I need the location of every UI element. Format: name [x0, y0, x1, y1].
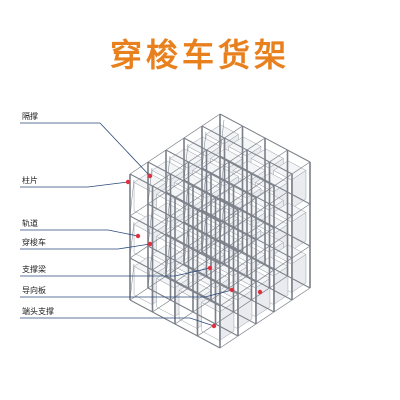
leader-line [20, 181, 129, 188]
label-duantouzhicheng: 端头支撑 [22, 307, 54, 316]
cross-beam [174, 263, 266, 325]
brace [147, 167, 153, 205]
callout-marker [257, 289, 263, 295]
callout-markers [125, 173, 263, 329]
cross-beam [197, 191, 288, 253]
leader-lines [20, 122, 233, 327]
cross-beam [152, 167, 243, 229]
cross-beam [174, 137, 266, 199]
brace [147, 251, 153, 289]
cross-beam [197, 149, 288, 211]
leader-line [20, 267, 211, 277]
label-daoxiangban: 导向板 [22, 286, 46, 295]
cross-beam [152, 209, 243, 271]
leader-line [20, 289, 233, 298]
brace [183, 227, 189, 265]
cross-beam [219, 161, 311, 223]
callout-marker [147, 241, 153, 247]
callout-marker [229, 287, 235, 293]
brace [183, 143, 189, 181]
callout-marker [207, 265, 213, 271]
brace [165, 155, 171, 193]
diagram-title: 穿梭车货架 [109, 36, 290, 74]
brace [129, 221, 135, 259]
leader-line [20, 229, 139, 237]
brace [219, 161, 225, 199]
brace [129, 179, 135, 217]
label-geche: 隔撑 [22, 112, 38, 121]
brace [201, 215, 207, 253]
callout-marker [147, 173, 153, 179]
cross-beam [219, 245, 311, 307]
label-zhichengliang: 支撑梁 [22, 265, 46, 274]
brace [201, 131, 207, 169]
label-guidao: 轨道 [22, 219, 38, 228]
brace [165, 197, 171, 235]
callout-marker [125, 179, 131, 185]
brace [219, 203, 225, 241]
callout-marker [211, 323, 217, 329]
cross-beam [174, 179, 266, 241]
cross-beam [197, 233, 288, 295]
cross-beam [152, 251, 243, 313]
brace [183, 185, 189, 223]
cross-beam [129, 155, 221, 217]
cross-beam [129, 113, 221, 175]
leader-line [20, 243, 151, 250]
brace [219, 119, 225, 157]
cross-beam [219, 203, 311, 265]
leader-line [20, 122, 151, 177]
label-chuansuoche: 穿梭车 [22, 238, 46, 247]
brace [201, 173, 207, 211]
cross-beam [219, 287, 311, 349]
cross-beam [152, 125, 243, 187]
cross-beam [174, 221, 266, 283]
brace [129, 263, 135, 301]
brace [147, 209, 153, 247]
leader-line [20, 317, 215, 327]
cross-beam [129, 239, 221, 301]
rack-structure [129, 113, 311, 349]
brace [165, 239, 171, 277]
cross-beam [129, 197, 221, 259]
callout-marker [135, 233, 141, 239]
label-zhupian: 柱片 [22, 176, 38, 185]
